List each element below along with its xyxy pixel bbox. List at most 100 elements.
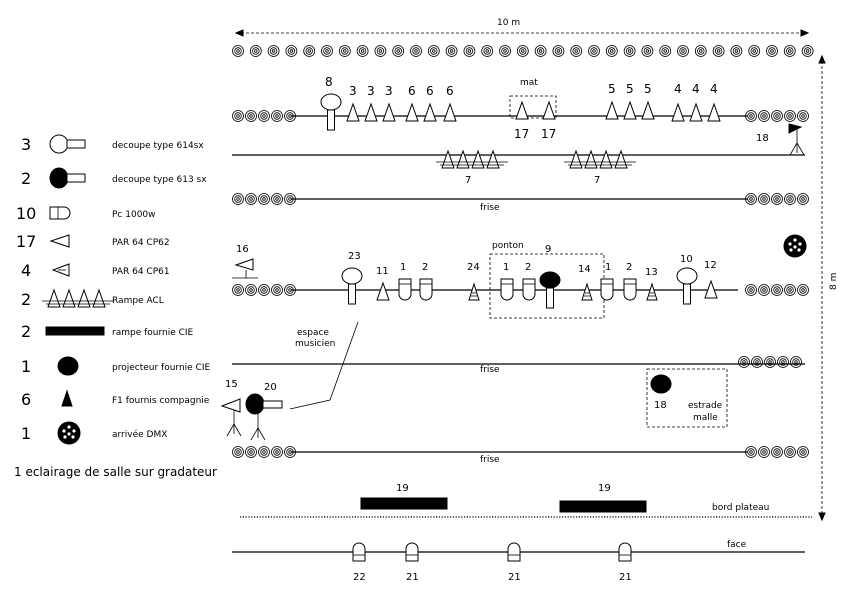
fixture-number: 5 <box>644 82 652 96</box>
frise-label: frise <box>480 455 500 465</box>
fixture-decoupe-20: 20 <box>245 382 283 441</box>
fixture-f1-24: 24 <box>467 262 480 301</box>
fixture-number: 10 <box>680 254 693 265</box>
fixture-par: 6 <box>423 84 437 122</box>
legend-label: arrivée DMX <box>112 429 167 440</box>
decoupe-613-icon <box>49 167 86 189</box>
fixture-number: 4 <box>674 82 682 96</box>
face-label: face <box>727 540 747 550</box>
frise-line-3 <box>232 446 809 458</box>
fixture-par: 4 <box>671 82 685 122</box>
fixture-par: 5 <box>641 82 655 120</box>
fixture-number: 18 <box>654 400 667 411</box>
fixture-number: 20 <box>264 382 277 393</box>
fixture-pc-face: 21 <box>507 542 521 583</box>
fixture-number: 2 <box>525 262 531 273</box>
legend-count: 4 <box>21 261 31 280</box>
rampe-acl-icon <box>42 288 114 308</box>
dmx-icon <box>57 421 81 445</box>
fixture-par: 6 <box>443 84 457 122</box>
legend-label: decoupe type 613 sx <box>112 175 207 185</box>
fixture-pc-2: 2 <box>522 262 536 301</box>
fixture-par: 17 <box>541 100 556 141</box>
fixture-number: 2 <box>422 262 428 273</box>
f1-icon <box>61 389 73 407</box>
legend-footer: 1 eclairage de salle sur gradateur <box>14 465 217 479</box>
legend-label: decoupe type 614sx <box>112 141 204 151</box>
legend-row: 1 arrivée DMX <box>21 421 167 445</box>
fixture-projecteur-18: 18 <box>650 374 672 411</box>
rampe-cie <box>360 497 448 510</box>
decoupe-614-icon <box>49 134 86 154</box>
legend-label: projecteur fournie CIE <box>112 363 211 373</box>
fixture-rampe-acl: 7 <box>564 149 636 186</box>
legend: 3 decoupe type 614sx 2 decoupe type 613 sx 1… <box>16 134 211 445</box>
fixture-number: 24 <box>467 262 480 273</box>
dmx-arrival-icon <box>783 234 807 258</box>
espace-label: espace <box>297 328 329 338</box>
fixture-par: 17 <box>514 100 529 141</box>
ponton-label: ponton <box>492 241 524 251</box>
fixture-par-11: 11 <box>376 266 390 301</box>
fixture-number: 21 <box>508 572 521 583</box>
bord-plateau-label: bord plateau <box>712 503 769 513</box>
legend-count: 1 <box>21 357 31 376</box>
fixture-number: 6 <box>446 84 454 98</box>
estrade-box <box>646 368 728 428</box>
rampe-cie <box>559 500 647 513</box>
fixture-par: 5 <box>623 82 637 120</box>
fixture-decoupe-10: 10 <box>676 254 698 305</box>
fixture-number: 16 <box>236 244 249 255</box>
fixture-number: 5 <box>626 82 634 96</box>
fixture-pc-face: 22 <box>352 542 366 583</box>
pipe-bar-3 <box>232 284 809 296</box>
legend-count: 2 <box>21 290 31 309</box>
fixture-number: 19 <box>598 483 611 494</box>
fixture-number: 21 <box>406 572 419 583</box>
fixture-flag-18: 18 <box>756 123 805 156</box>
fixture-par: 3 <box>364 84 378 122</box>
fixture-par: 4 <box>689 82 703 122</box>
fixture-par: 4 <box>707 82 721 122</box>
fixture-number: 17 <box>514 127 529 141</box>
backdrop-curtain <box>232 45 814 57</box>
legend-label: Rampe ACL <box>112 296 164 306</box>
width-label: 10 m <box>497 18 520 28</box>
legend-count: 1 <box>21 424 31 443</box>
fixture-decoupe-23: 23 <box>341 251 363 305</box>
width-dimension: 10 m <box>234 18 810 37</box>
legend-count: 3 <box>21 135 31 154</box>
fixture-rampe-acl: 7 <box>436 149 508 186</box>
fixture-pc-1: 1 <box>600 262 614 301</box>
fixture-par: 3 <box>346 84 360 122</box>
fixture-number: 15 <box>225 379 238 390</box>
fixture-number: 6 <box>426 84 434 98</box>
fixture-decoupe-9: 9 <box>539 244 561 309</box>
fixture-par: 6 <box>405 84 419 122</box>
mat-box <box>509 95 557 119</box>
legend-label: PAR 64 CP61 <box>112 267 170 277</box>
legend-row: 4 PAR 64 CP61 <box>21 261 170 280</box>
legend-row: 1 projecteur fournie CIE <box>21 356 211 376</box>
fixture-number: 6 <box>408 84 416 98</box>
fixture-number: 23 <box>348 251 361 262</box>
fixture-pc-1: 1 <box>500 262 514 301</box>
legend-label: PAR 64 CP62 <box>112 238 170 248</box>
fixture-number: 17 <box>541 127 556 141</box>
legend-label: rampe fournie CIE <box>112 328 194 338</box>
legend-label: Pc 1000w <box>112 210 156 220</box>
fixture-par-12: 12 <box>704 260 718 299</box>
fixture-number: 1 <box>400 262 406 273</box>
fixture-decoupe-8: 8 <box>320 75 342 131</box>
fixture-pc-2: 2 <box>419 262 433 301</box>
fixture-par: 3 <box>382 84 396 122</box>
fixture-par: 5 <box>605 82 619 120</box>
fixture-pc-face: 21 <box>405 542 419 583</box>
frise-line-1 <box>232 193 809 205</box>
